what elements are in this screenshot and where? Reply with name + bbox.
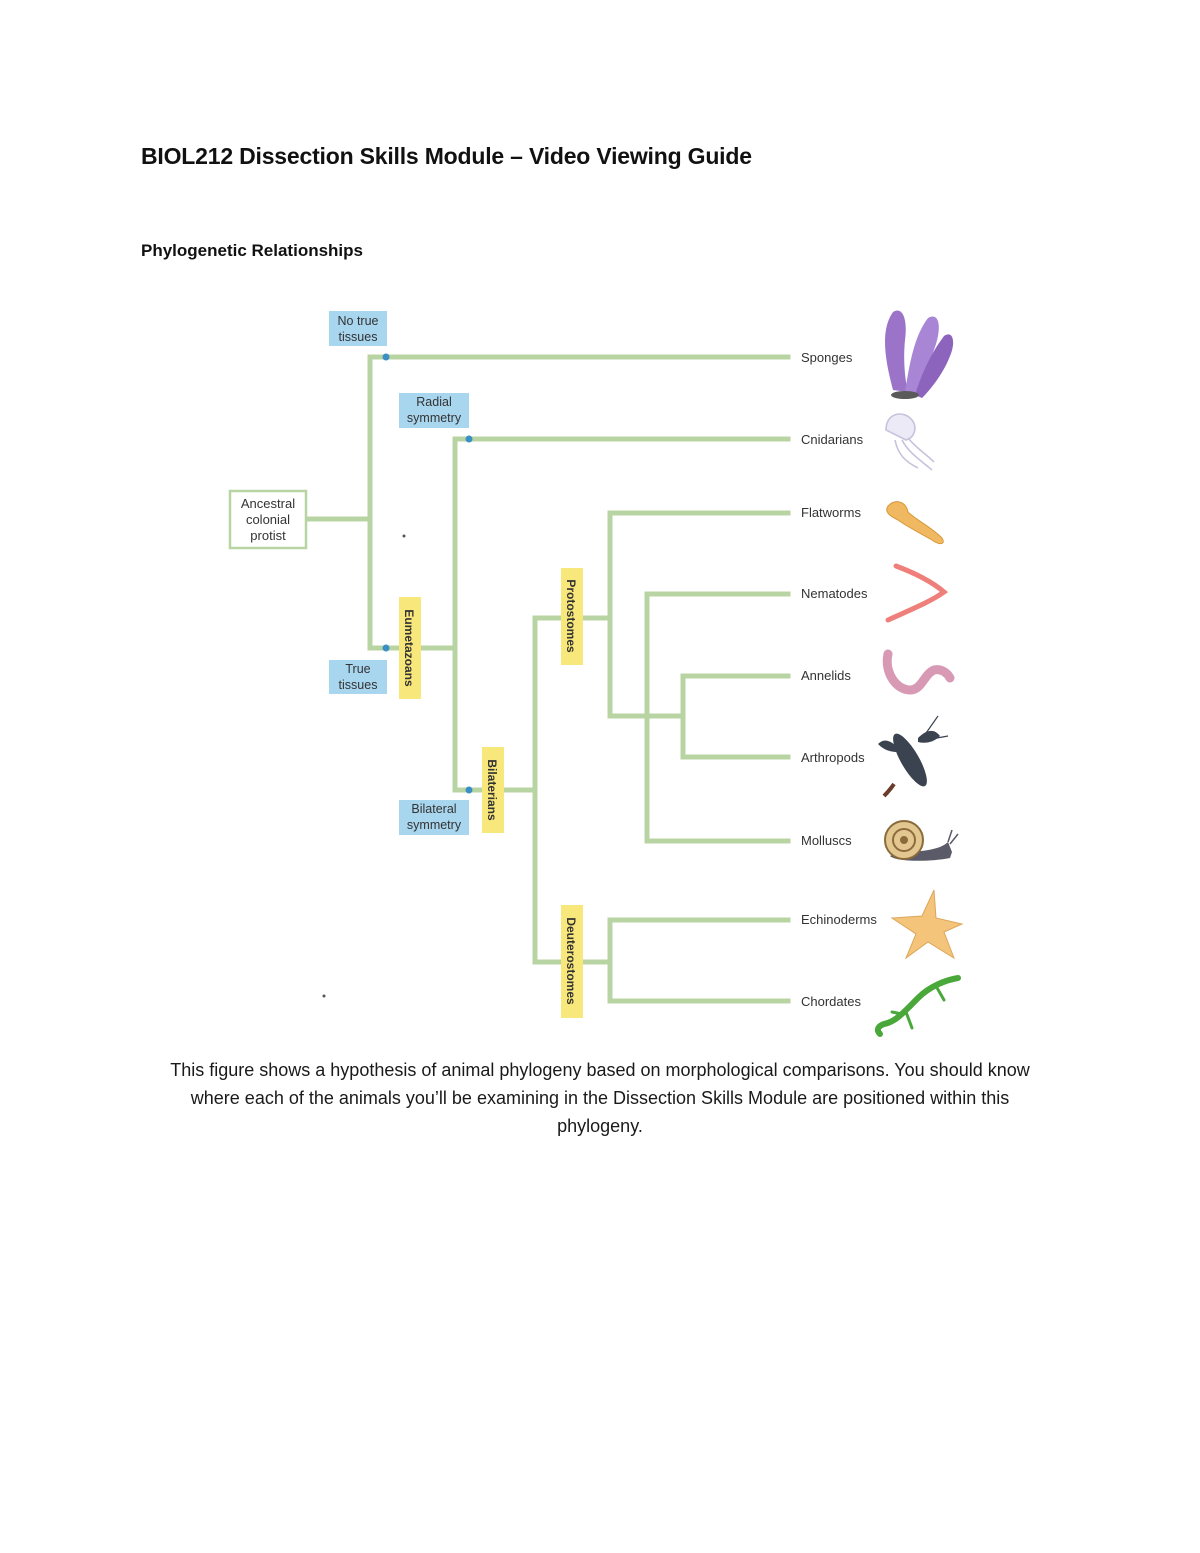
annelid-illustration [882,649,955,695]
taxon-molluscs: Molluscs [801,833,852,848]
clade-protostomes: Protostomes [561,568,583,665]
svg-text:Eumetazoans: Eumetazoans [402,609,416,687]
svg-text:Protostomes: Protostomes [564,579,578,653]
label-radial-symmetry: Radial symmetry [399,393,469,428]
svg-text:colonial: colonial [246,512,290,527]
svg-text:No true: No true [338,314,379,328]
figure-caption: This figure shows a hypothesis of animal… [170,1060,1030,1136]
svg-text:Radial: Radial [416,395,451,409]
document-title: BIOL212 Dissection Skills Module – Video… [141,143,752,169]
echinoderm-illustration [890,889,964,960]
svg-text:protist: protist [250,528,286,543]
svg-text:tissues: tissues [339,678,378,692]
svg-text:True: True [345,662,370,676]
sponge-illustration [885,310,954,399]
clade-eumetazoans: Eumetazoans [399,597,421,699]
svg-text:symmetry: symmetry [407,818,462,832]
taxon-nematodes: Nematodes [801,586,868,601]
taxon-arthropods: Arthropods [801,750,865,765]
svg-text:tissues: tissues [339,330,378,344]
svg-text:Deuterostomes: Deuterostomes [564,917,578,1005]
cnidarian-illustration [885,413,935,471]
label-no-true-tissues: No true tissues [329,311,387,346]
chordate-illustration [874,975,961,1037]
taxon-chordates: Chordates [801,994,861,1009]
section-heading: Phylogenetic Relationships [141,241,363,260]
clade-deuterostomes: Deuterostomes [561,905,583,1018]
taxon-echinoderms: Echinoderms [801,912,877,927]
svg-text:Bilaterians: Bilaterians [485,759,499,821]
mollusc-illustration [884,820,959,861]
svg-text:symmetry: symmetry [407,411,462,425]
nematode-illustration [885,563,949,623]
character-markers [382,353,473,794]
taxon-sponges: Sponges [801,350,853,365]
root-ancestral-colonial-protist: Ancestral colonial protist [228,489,308,550]
clade-bilaterians: Bilaterians [482,747,504,833]
arthropod-illustration [878,715,949,798]
label-true-tissues: True tissues [329,660,387,694]
taxon-flatworms: Flatworms [801,505,861,520]
taxon-cnidarians: Cnidarians [801,432,864,447]
flatworm-illustration [886,501,944,545]
label-bilateral-symmetry: Bilateral symmetry [399,800,469,835]
svg-text:Ancestral: Ancestral [241,496,295,511]
svg-text:Bilateral: Bilateral [411,802,456,816]
taxon-annelids: Annelids [801,668,851,683]
